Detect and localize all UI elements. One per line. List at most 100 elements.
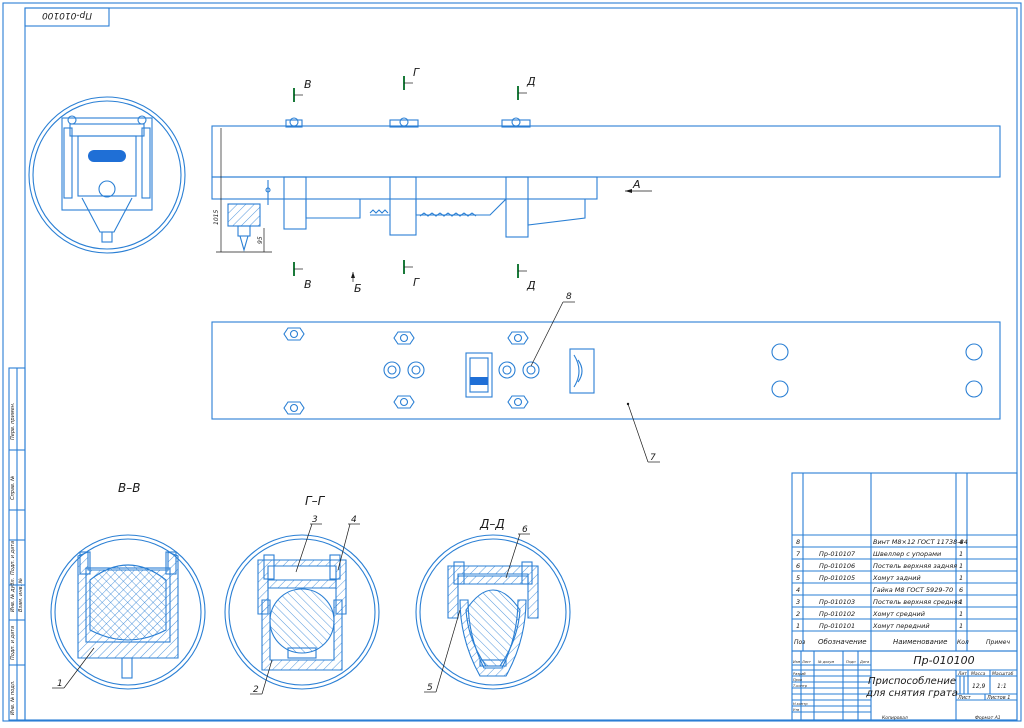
title-scale: 1:1 xyxy=(997,683,1007,690)
bom-cell-pos: 6 xyxy=(796,562,800,570)
section-mark-V-top: В xyxy=(304,78,312,91)
tb-col-doc: № докум xyxy=(817,660,834,664)
bom-cell-code: Пр-010103 xyxy=(819,598,855,606)
bom-cell-pos: 2 xyxy=(796,610,800,618)
bom-header-code: Обозначение xyxy=(818,638,867,646)
section-mark-G-bot: Г xyxy=(413,276,420,289)
bom-cell-pos: 3 xyxy=(796,598,800,606)
bom-cell-qty: 1 xyxy=(959,562,963,570)
bom-cell-name: Постель верхняя задняя xyxy=(873,562,957,570)
tb-role-0: Разраб xyxy=(793,672,806,676)
bom-header-name: Наименование xyxy=(893,638,947,646)
section-G: 3 4 2 xyxy=(224,515,380,695)
end-view xyxy=(28,96,186,254)
bom-cell-name: Хомут средний xyxy=(872,610,925,618)
top-view: 8 7 xyxy=(211,292,1001,463)
side-strip-1: Справ. № xyxy=(10,476,16,500)
title-block: Пр-010100 Приспособление для снятия грат… xyxy=(791,650,1018,721)
section-mark-V-bot: В xyxy=(304,278,312,291)
title-sheet-label: Лист xyxy=(957,695,972,701)
bom-cell-pos: 4 xyxy=(796,586,800,594)
callout-5: 5 xyxy=(427,683,433,693)
callout-1: 1 xyxy=(57,679,63,689)
bom-cell-name: Гайка М8 ГОСТ 5929-70 xyxy=(873,586,953,594)
tb-role-5: Утв xyxy=(793,708,799,712)
title-hdr-mass: Масса xyxy=(971,671,986,677)
callout-4: 4 xyxy=(351,515,357,525)
callout-7: 7 xyxy=(650,453,656,463)
format-label: Формат А1 xyxy=(975,715,1001,721)
bom-cell-code: Пр-010101 xyxy=(819,622,855,630)
tb-role-4: Н.контр xyxy=(793,702,808,706)
section-mark-B: Б xyxy=(354,282,362,295)
section-mark-D-bot: Д xyxy=(526,279,536,292)
title-mass: 12,9 xyxy=(972,683,986,690)
side-strip-4: Взам. инв. № xyxy=(18,578,24,612)
callout-3: 3 xyxy=(312,515,318,525)
bom-cell-pos: 7 xyxy=(796,550,801,558)
section-mark-G-top: Г xyxy=(413,66,420,79)
section-D: 6 5 xyxy=(415,525,571,693)
section-mark-A: А xyxy=(632,178,641,191)
bom-header-note: Примеч xyxy=(986,639,1010,646)
bom-cell-code: Пр-010106 xyxy=(819,562,855,570)
title-doc-number: Пр-010100 xyxy=(913,654,974,667)
bom-cell-name: Хомут задний xyxy=(872,574,921,582)
side-strip-2: Подп. и дата xyxy=(10,541,16,575)
bom-cell-name: Хомут передний xyxy=(872,622,930,630)
front-view: 1015 95 А xyxy=(211,117,1001,253)
section-marks: В Г Д В Г Д Б xyxy=(293,66,536,295)
bom-cell-qty: 4 xyxy=(959,538,963,546)
top-stamp-text: Пр-010100 xyxy=(42,10,92,20)
tb-col-sign: Подп xyxy=(846,660,856,664)
section-mark-D-top: Д xyxy=(526,75,536,88)
copied-label: Копировал xyxy=(882,715,908,721)
tb-role-1: Пров xyxy=(793,678,802,682)
section-V: 1 xyxy=(50,534,206,690)
bom-cell-qty: 6 xyxy=(959,586,963,594)
top-stamp: Пр-010100 xyxy=(24,7,110,27)
bom-cell-pos: 5 xyxy=(796,574,800,582)
bom-cell-pos: 8 xyxy=(796,538,800,546)
section-title-G: Г–Г xyxy=(305,494,326,508)
dim-95: 95 xyxy=(257,236,264,244)
bom-cell-name: Постель верхняя средняя xyxy=(873,598,962,606)
title-hdr-scale: Масштаб xyxy=(992,671,1014,677)
bom-cell-code: Пр-010107 xyxy=(819,550,856,558)
dim-1015: 1015 xyxy=(213,210,220,225)
callout-2: 2 xyxy=(253,685,259,695)
tb-role-2: Т.контр xyxy=(793,684,808,688)
bom-cell-code: Пр-010102 xyxy=(819,610,855,618)
inner-frame xyxy=(24,7,1018,721)
bom-cell-name: Винт М8×12 ГОСТ 11738-84 xyxy=(873,538,968,546)
bom-cell-qty: 1 xyxy=(959,550,963,558)
bom-header-qty: Кол xyxy=(957,639,969,646)
tb-col-date: Дата xyxy=(859,660,869,664)
bom-cell-name: Швеллер с упорами xyxy=(873,550,941,558)
bom-cell-pos: 1 xyxy=(796,622,800,630)
bom-header: Поз Обозначение Наименование Кол Примеч xyxy=(794,638,1010,646)
section-title-D: Д–Д xyxy=(479,517,505,531)
title-line-2: для снятия грата xyxy=(865,688,958,699)
title-sheets-label: Листов 1 xyxy=(986,695,1010,701)
bom-header-pos: Поз xyxy=(794,639,805,646)
callout-8: 8 xyxy=(566,292,572,302)
bom-cell-code: Пр-010105 xyxy=(819,574,855,582)
callout-6: 6 xyxy=(522,525,528,535)
title-line-1: Приспособление xyxy=(868,675,956,687)
bom-cell-qty: 1 xyxy=(959,622,963,630)
tb-col-izm: Изм xyxy=(793,660,800,664)
side-strip: Перв. примен. Справ. № Подп. и дата Инв.… xyxy=(8,367,26,721)
tb-col-list: Лист xyxy=(801,660,812,664)
bom-cell-qty: 1 xyxy=(959,598,963,606)
side-strip-5: Подп. и дата xyxy=(10,626,16,660)
bom-table xyxy=(791,472,1018,652)
side-strip-0: Перв. примен. xyxy=(10,402,16,440)
bom-cell-qty: 1 xyxy=(959,610,963,618)
side-strip-3: Инв. № дубл. xyxy=(10,578,16,612)
section-title-V: В–В xyxy=(118,481,140,495)
side-strip-6: Инв. № подл. xyxy=(10,681,16,716)
